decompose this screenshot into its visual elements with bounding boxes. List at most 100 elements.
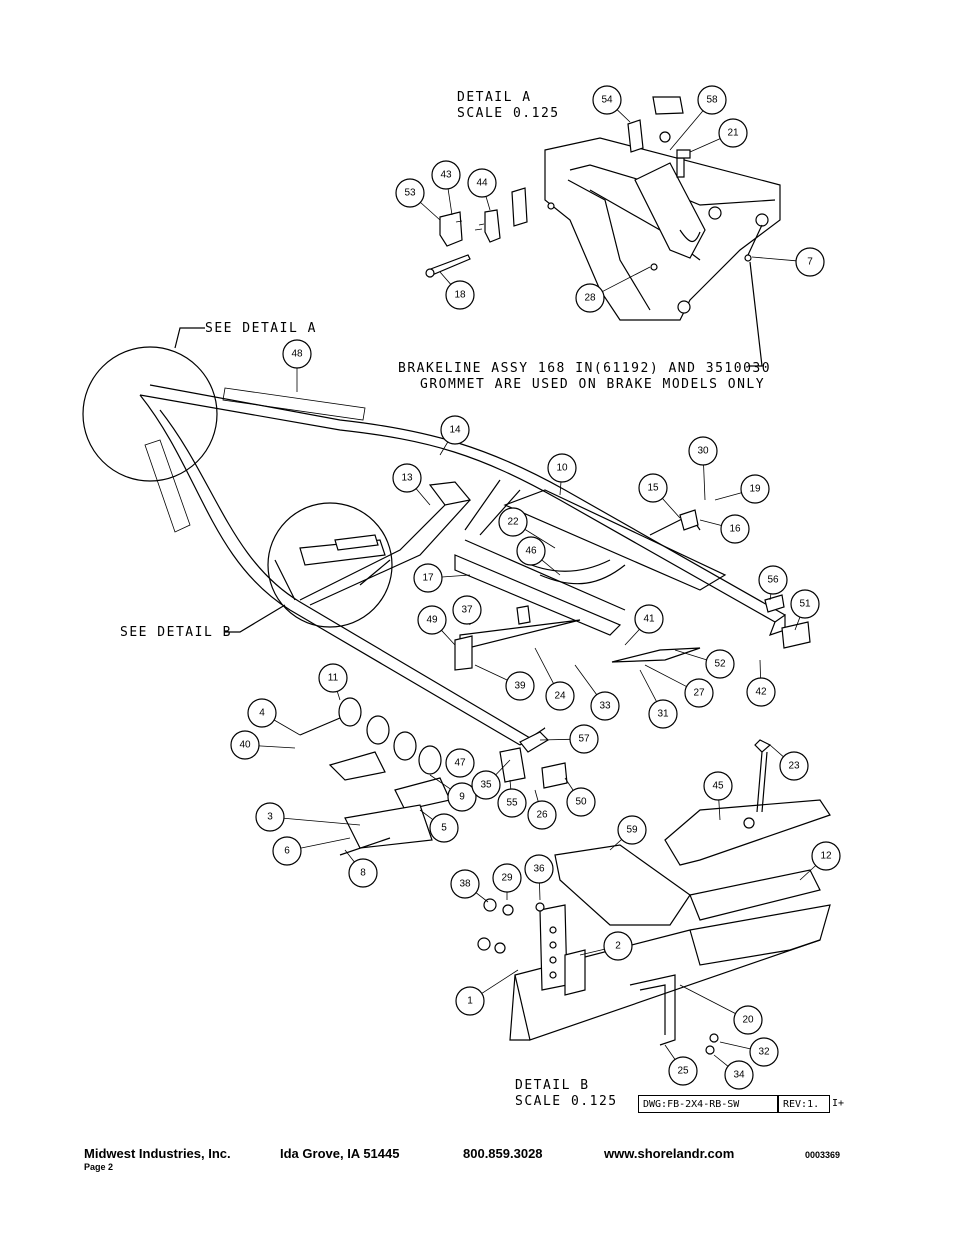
part-number-label: 58: [706, 95, 718, 106]
part-balloon: [617, 815, 647, 845]
part-balloon: [445, 748, 475, 778]
part-balloon: [392, 463, 422, 493]
part-balloon: [516, 536, 546, 566]
balloon-leader: [769, 593, 772, 601]
balloon-leader: [447, 188, 453, 216]
part-number-label: 43: [440, 170, 452, 181]
part-balloon: [417, 605, 447, 635]
balloon-leader: [564, 777, 574, 791]
balloon-leader: [475, 892, 489, 903]
balloon-leader: [751, 256, 797, 262]
part-number-label: 13: [401, 473, 413, 484]
balloon-leader: [644, 664, 687, 687]
footer-company: Midwest Industries, Inc.: [84, 1146, 231, 1161]
part-number-label: 35: [480, 780, 492, 791]
balloon-leader: [616, 109, 631, 123]
drawing-number: DWG:FB-2X4-RB-SW: [638, 1095, 778, 1113]
part-balloon: [505, 671, 535, 701]
balloon-leader: [419, 809, 434, 820]
revision: REV:1.: [778, 1095, 830, 1113]
footer-address: Ida Grove, IA 51445: [280, 1146, 400, 1161]
part-number-label: 30: [697, 446, 709, 457]
footer-website: www.shorelandr.com: [604, 1146, 735, 1161]
balloon-leader: [794, 616, 801, 631]
part-balloon: [547, 453, 577, 483]
part-balloon: [724, 1060, 754, 1090]
part-balloon: [282, 339, 312, 369]
part-balloon: [746, 677, 776, 707]
balloon-leader: [420, 202, 441, 221]
balloon-leader: [429, 774, 451, 790]
balloon-leader: [273, 719, 301, 736]
part-balloon: [247, 698, 277, 728]
part-balloon: [431, 160, 461, 190]
part-number-label: 42: [755, 687, 767, 698]
part-balloon: [524, 854, 554, 884]
part-balloon: [779, 751, 809, 781]
part-number-label: 29: [501, 873, 513, 884]
part-number-label: 50: [575, 797, 587, 808]
detail-b-drawing: [477, 739, 831, 1055]
balloon-leader: [474, 664, 508, 681]
part-balloon: [413, 563, 443, 593]
part-number-label: 53: [404, 188, 416, 199]
balloon-leader: [495, 759, 511, 776]
balloon-leader: [703, 464, 706, 501]
part-balloon: [498, 507, 528, 537]
part-balloon: [688, 436, 718, 466]
part-balloon: [668, 1056, 698, 1086]
balloon-leader: [541, 559, 561, 576]
part-balloon: [703, 771, 733, 801]
part-balloon: [255, 802, 285, 832]
part-number-label: 48: [291, 349, 303, 360]
balloon-leader: [258, 745, 296, 749]
see-detail-a: SEE DETAIL A: [205, 321, 317, 336]
part-number-label: 56: [767, 575, 779, 586]
detail-b-title: DETAIL B: [515, 1078, 590, 1093]
balloon-leader: [539, 882, 541, 901]
part-number-label: 47: [454, 758, 466, 769]
part-number-label: 8: [360, 868, 366, 879]
part-balloon: [452, 595, 482, 625]
part-balloon: [638, 473, 668, 503]
detail-a-drawing: [425, 96, 781, 321]
balloon-leader: [699, 519, 722, 526]
part-number-label: 24: [554, 691, 566, 702]
balloon-leader: [664, 1044, 676, 1060]
part-number-label: 54: [601, 95, 613, 106]
balloon-leader: [485, 196, 491, 211]
balloon-leader: [602, 266, 651, 292]
balloon-leader: [534, 789, 539, 802]
part-balloon: [718, 118, 748, 148]
balloon-leader: [524, 529, 556, 549]
part-balloon: [445, 280, 475, 310]
detail-a-leader: [174, 327, 205, 349]
balloon-leader: [283, 817, 361, 826]
part-balloon: [447, 782, 477, 812]
part-number-label: 11: [328, 673, 339, 684]
balloon-leader: [759, 659, 761, 679]
balloon-leader: [624, 629, 640, 646]
detail-b-leader: [225, 604, 286, 633]
part-balloon: [648, 699, 678, 729]
part-balloon: [697, 85, 727, 115]
part-balloon: [467, 168, 497, 198]
brakeline-note-2: GROMMET ARE USED ON BRAKE MODELS ONLY: [420, 377, 765, 392]
balloon-leader: [439, 441, 449, 456]
part-balloon: [811, 841, 841, 871]
part-number-label: 34: [733, 1070, 745, 1081]
part-number-label: 22: [507, 517, 519, 528]
part-number-label: 55: [506, 798, 518, 809]
part-number-label: 44: [476, 178, 488, 189]
part-number-label: 23: [788, 761, 800, 772]
balloon-leader: [300, 837, 351, 849]
balloon-leader: [441, 630, 456, 646]
part-number-label: 12: [820, 851, 832, 862]
part-number-label: 38: [459, 879, 471, 890]
part-balloon: [492, 863, 522, 893]
balloon-leader: [481, 969, 519, 994]
part-number-label: 4: [259, 708, 265, 719]
balloon-leader: [769, 744, 784, 758]
part-number-label: 37: [461, 605, 473, 616]
